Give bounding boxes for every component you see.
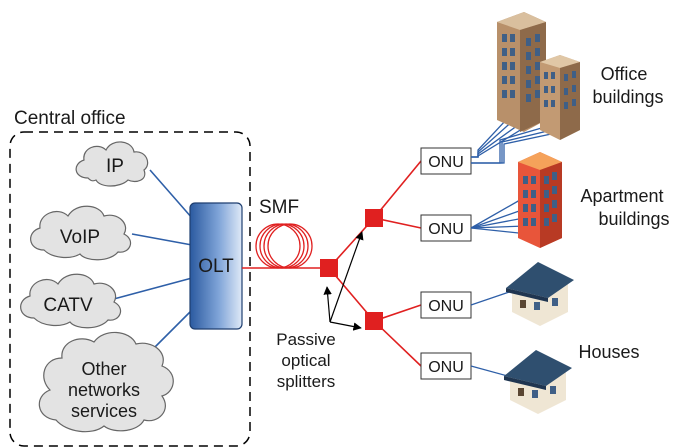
olt-label: OLT	[198, 256, 234, 277]
smf-coil	[255, 223, 313, 269]
splitter-label-line-2: optical	[281, 351, 330, 370]
other-services-line-2: networks	[68, 380, 140, 400]
central-office-title: Central office	[14, 108, 126, 129]
splitter-main	[320, 259, 338, 277]
office-buildings-icon	[497, 12, 580, 140]
splitter-label-line-1: Passive	[276, 330, 336, 349]
catv-cloud-shape	[20, 273, 122, 329]
ip-cloud: IP	[75, 141, 149, 187]
apartment-label-line-2: buildings	[598, 209, 669, 229]
other-services-cloud-shape	[38, 331, 174, 433]
splitter-label: Passive optical splitters	[276, 330, 336, 391]
olt-box	[189, 202, 243, 330]
central-office-box	[9, 131, 251, 447]
onu-house-1-label: ONU	[428, 298, 464, 315]
house-2-icon	[504, 350, 572, 414]
splitter-label-line-3: splitters	[277, 372, 336, 391]
onu-house-2-label: ONU	[428, 359, 464, 376]
splitter-arrows	[323, 231, 364, 331]
ip-cloud-label: IP	[106, 156, 124, 177]
office-label-line-1: Office	[601, 64, 648, 84]
onu-office: ONU	[420, 147, 472, 175]
splitter-lower	[365, 312, 383, 330]
service-links	[109, 169, 193, 353]
onu-apartment-label: ONU	[428, 221, 464, 238]
ip-cloud-shape	[75, 141, 149, 187]
house-1-icon	[506, 262, 574, 326]
olt-unit: OLT	[189, 202, 243, 330]
onu-apartment: ONU	[420, 214, 472, 242]
catv-cloud-label: CATV	[43, 295, 93, 316]
apartment-building-icon	[518, 152, 562, 248]
apartment-label-line-1: Apartment	[580, 186, 663, 206]
onu-building-links	[470, 104, 571, 379]
onu-office-label: ONU	[428, 154, 464, 171]
onu-house-2: ONU	[420, 352, 472, 380]
office-label-line-2: buildings	[592, 87, 663, 107]
other-services-cloud: Other networks services	[38, 331, 174, 433]
onu-house-1: ONU	[420, 291, 472, 319]
voip-cloud: VoIP	[30, 205, 132, 261]
other-services-line-3: services	[71, 401, 137, 421]
other-services-line-1: Other	[81, 359, 126, 379]
catv-cloud: CATV	[20, 273, 122, 329]
voip-cloud-label: VoIP	[60, 227, 100, 248]
splitter-upper	[365, 209, 383, 227]
smf-label: SMF	[259, 197, 299, 218]
houses-label: Houses	[578, 342, 639, 362]
voip-cloud-shape	[30, 205, 132, 261]
